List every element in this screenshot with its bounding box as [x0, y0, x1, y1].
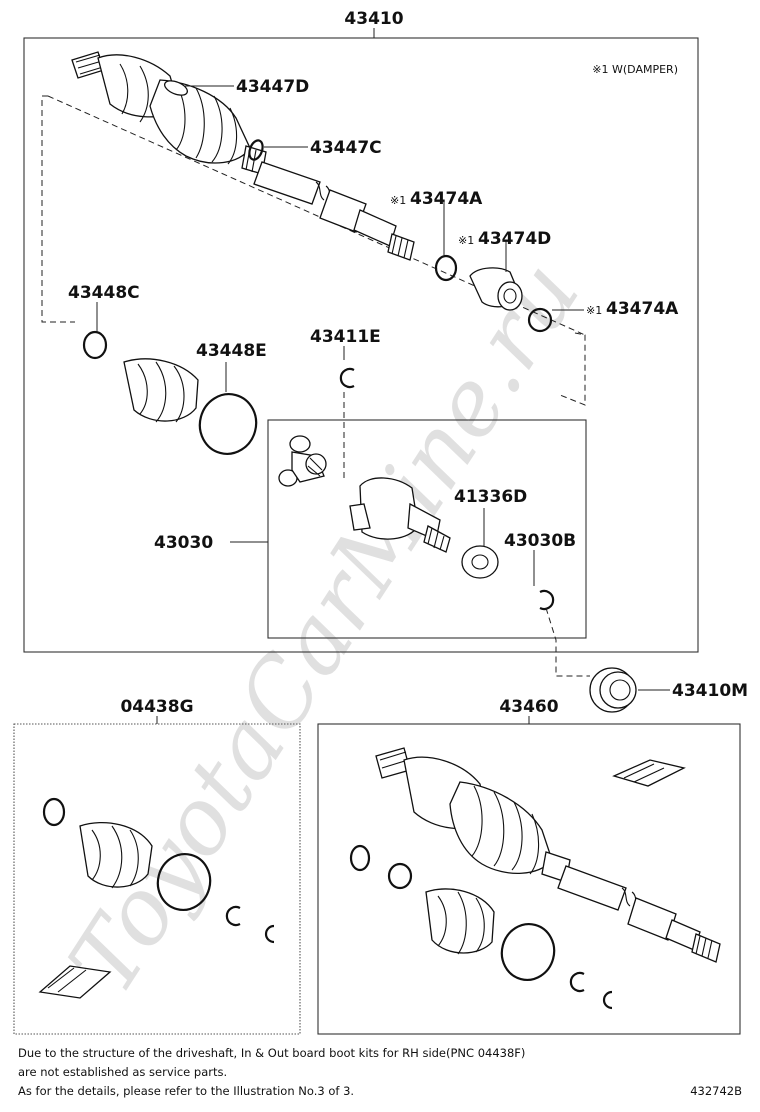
- boot-kit-frame: [13, 723, 301, 1035]
- mark-1-c: ※1: [586, 304, 602, 317]
- label-04438G[interactable]: 04438G: [120, 697, 193, 717]
- label-43410[interactable]: 43410: [344, 9, 403, 29]
- boot-kit-parts-drawing: [38, 797, 275, 999]
- label-43030[interactable]: 43030: [154, 533, 213, 553]
- label-43411E[interactable]: 43411E: [310, 327, 381, 347]
- inboard-joint-frame: [267, 419, 587, 639]
- footnote-line-3: As for the details, please refer to the …: [18, 1084, 354, 1098]
- illustration-code: 432742B: [690, 1084, 742, 1098]
- label-43410M[interactable]: 43410M: [672, 681, 748, 701]
- rh-shaft-drawing: [349, 747, 721, 1010]
- label-43030B[interactable]: 43030B: [504, 531, 576, 551]
- label-43448C[interactable]: 43448C: [68, 283, 140, 303]
- damper-clamp-bottom: [527, 307, 553, 333]
- damper-drawing: [469, 267, 523, 311]
- inner-boot-band-part: [198, 393, 258, 455]
- mark-1-b: ※1: [458, 234, 474, 247]
- mark-1-a: ※1: [390, 194, 406, 207]
- joint-housing-drawing: [349, 477, 451, 553]
- joint-snap-ring-part: [539, 589, 555, 611]
- legend-note: ※1 W(DAMPER): [592, 63, 678, 76]
- inner-clamp-part: [82, 330, 108, 360]
- watermark: ToyotaCarMine.ru: [49, 243, 600, 1012]
- inner-boot-drawing: [123, 358, 199, 423]
- snap-ring-part: [339, 367, 355, 389]
- assembly-dashed-outline: [41, 95, 75, 323]
- label-43447D[interactable]: 43447D: [236, 77, 309, 97]
- label-43447C[interactable]: 43447C: [310, 138, 382, 158]
- label-43448E[interactable]: 43448E: [196, 341, 267, 361]
- main-assembly-frame: [23, 37, 699, 653]
- label-43460[interactable]: 43460: [499, 697, 558, 717]
- label-43474D[interactable]: 43474D: [478, 229, 551, 249]
- footnote-line-2: are not established as service parts.: [18, 1065, 227, 1079]
- label-41336D[interactable]: 41336D: [454, 487, 527, 507]
- label-43474A-top[interactable]: 43474A: [410, 189, 483, 209]
- tripod-drawing: [278, 435, 327, 487]
- dust-seal-part: [461, 545, 499, 579]
- damper-clamp-top: [434, 254, 458, 282]
- label-43474A-bottom[interactable]: 43474A: [606, 299, 679, 319]
- footnote-line-1: Due to the structure of the driveshaft, …: [18, 1046, 525, 1060]
- bearing-drawing: [589, 667, 637, 713]
